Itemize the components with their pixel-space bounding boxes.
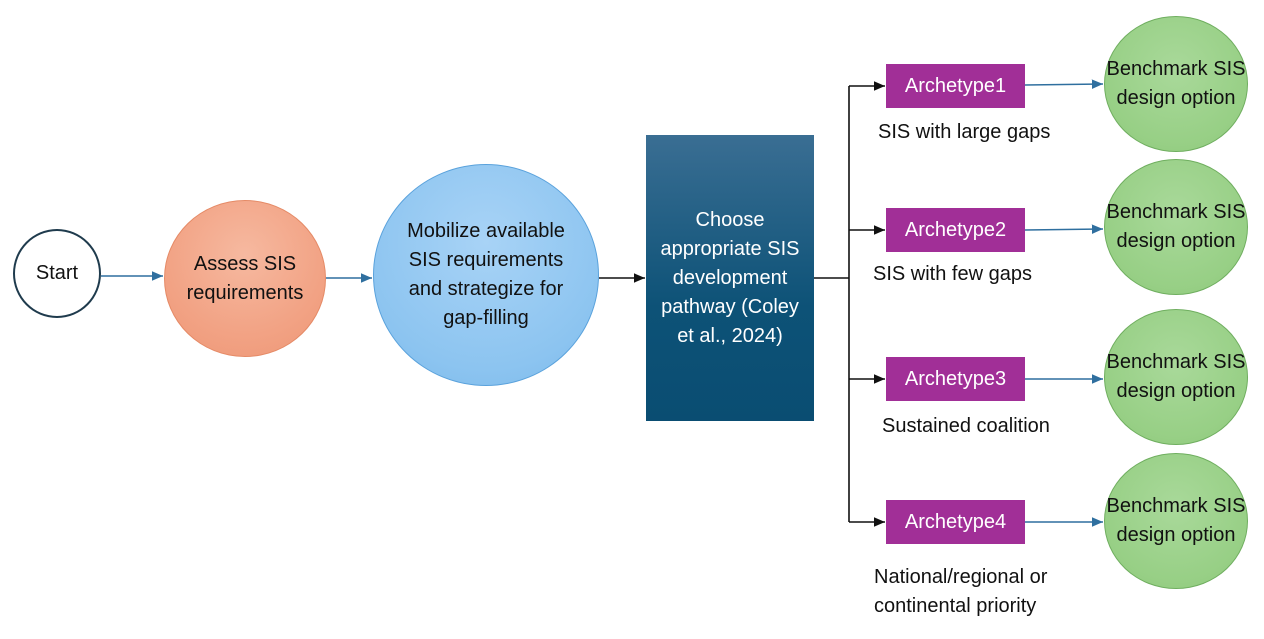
archetype2-box: Archetype2 (886, 208, 1025, 252)
archetype4-label: Archetype4 (904, 510, 1007, 533)
archetype1-caption: SIS with large gaps (878, 121, 1051, 143)
archetype2-label: Archetype2 (904, 218, 1007, 241)
archetype3-label: Archetype3 (904, 367, 1007, 390)
archetype1-box: Archetype1 (886, 64, 1025, 108)
benchmark4-node: Benchmark SIS design option (1104, 453, 1248, 589)
benchmark3-node: Benchmark SIS design option (1104, 309, 1248, 445)
archetype3-box: Archetype3 (886, 357, 1025, 401)
archetype3-caption: Sustained coalition (882, 415, 1050, 437)
arrow-archetype2-to-benchmark (1024, 224, 1104, 234)
benchmark1-node: Benchmark SIS design option (1104, 16, 1248, 152)
assess-label: Assess SIS requirements (186, 252, 304, 304)
choose-label: Choose appropriate SIS development pathw… (660, 208, 800, 347)
benchmark2-node: Benchmark SIS design option (1104, 159, 1248, 295)
benchmark2-label: Benchmark SIS design option (1106, 201, 1246, 252)
arrow-archetype1-to-benchmark (1024, 79, 1104, 89)
start-node: Start (13, 229, 101, 318)
choose-pathway-box: Choose appropriate SIS development pathw… (646, 135, 814, 421)
benchmark1-label: Benchmark SIS design option (1106, 58, 1246, 109)
archetype4-caption: National/regional or continental priorit… (874, 566, 1048, 617)
archetype2-caption: SIS with few gaps (873, 263, 1032, 285)
assess-node: Assess SIS requirements (164, 200, 326, 357)
archetype4-box: Archetype4 (886, 500, 1025, 544)
benchmark3-label: Benchmark SIS design option (1106, 351, 1246, 402)
archetype1-label: Archetype1 (904, 74, 1007, 97)
mobilize-label: Mobilize available SIS requirements and … (407, 220, 565, 329)
mobilize-node: Mobilize available SIS requirements and … (373, 164, 599, 386)
benchmark4-label: Benchmark SIS design option (1106, 495, 1246, 546)
start-label: Start (35, 262, 79, 284)
